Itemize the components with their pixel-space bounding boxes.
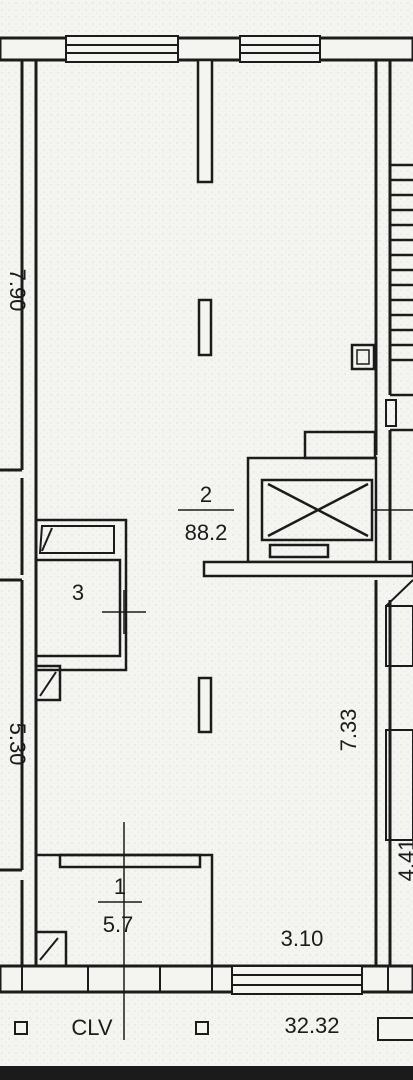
stair: [390, 163, 413, 432]
dimension-3-10: 3.10: [281, 926, 324, 951]
dimension-7-90: 7.90: [5, 269, 30, 312]
door-right: [385, 579, 413, 841]
bottom-edge-band: [0, 1066, 413, 1080]
dimension-7-33: 7.33: [336, 709, 361, 752]
top-window-right: [239, 35, 321, 63]
elevation-32-32: 32.32: [284, 1013, 339, 1038]
elevator-shaft: [246, 430, 413, 564]
column-markers: [14, 1017, 413, 1041]
bottom-wall-segments: [21, 966, 389, 992]
room-2-number: 2: [200, 482, 212, 507]
dimension-4-41: 4.41: [394, 839, 413, 882]
corridor-beam: [202, 560, 413, 578]
small-shaft-right-inner: [356, 349, 370, 365]
interior-partitions: [196, 58, 214, 734]
top-window-left: [65, 35, 179, 63]
axis-label-clv: CLV: [71, 1015, 112, 1040]
right-wall: [374, 60, 392, 966]
room-2-area: 88.2: [185, 520, 228, 545]
room-1-number: 1: [114, 874, 126, 899]
right-wall-stub: [385, 399, 397, 427]
room-3-door-mark: [102, 590, 146, 634]
room-2-label: 2 88.2: [178, 482, 234, 545]
small-shaft-right: [350, 343, 376, 371]
dimension-5-30: 5.30: [5, 723, 30, 766]
room-1-label: 1 5.7: [98, 874, 142, 937]
bottom-window: [231, 965, 363, 995]
room-3-number: 3: [72, 580, 84, 605]
room-1-area: 5.7: [103, 912, 134, 937]
room-3-walls: [34, 518, 128, 702]
left-wall: [0, 60, 38, 966]
